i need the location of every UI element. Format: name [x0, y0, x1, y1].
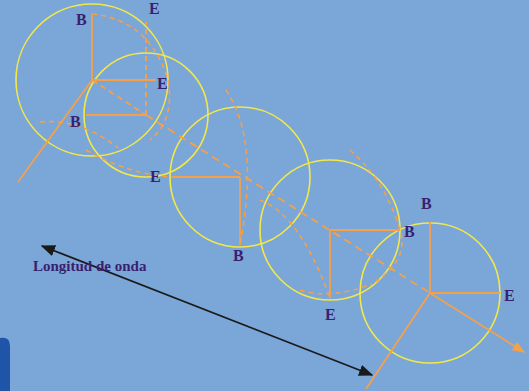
field-label: E [150, 169, 161, 185]
field-label: E [504, 288, 515, 304]
corner-tab [0, 338, 10, 391]
dimension-label: Longitud de onda [33, 259, 146, 274]
field-label: B [421, 196, 432, 212]
field-label: B [70, 114, 81, 130]
field-label: B [404, 224, 415, 240]
field-label: B [233, 248, 244, 264]
field-vectors [18, 14, 524, 389]
field-label: B [76, 12, 87, 28]
field-label: E [157, 76, 168, 92]
helix-traces [40, 14, 402, 298]
phase-circles [16, 4, 500, 363]
field-label: E [325, 307, 336, 323]
field-label: E [149, 1, 160, 17]
